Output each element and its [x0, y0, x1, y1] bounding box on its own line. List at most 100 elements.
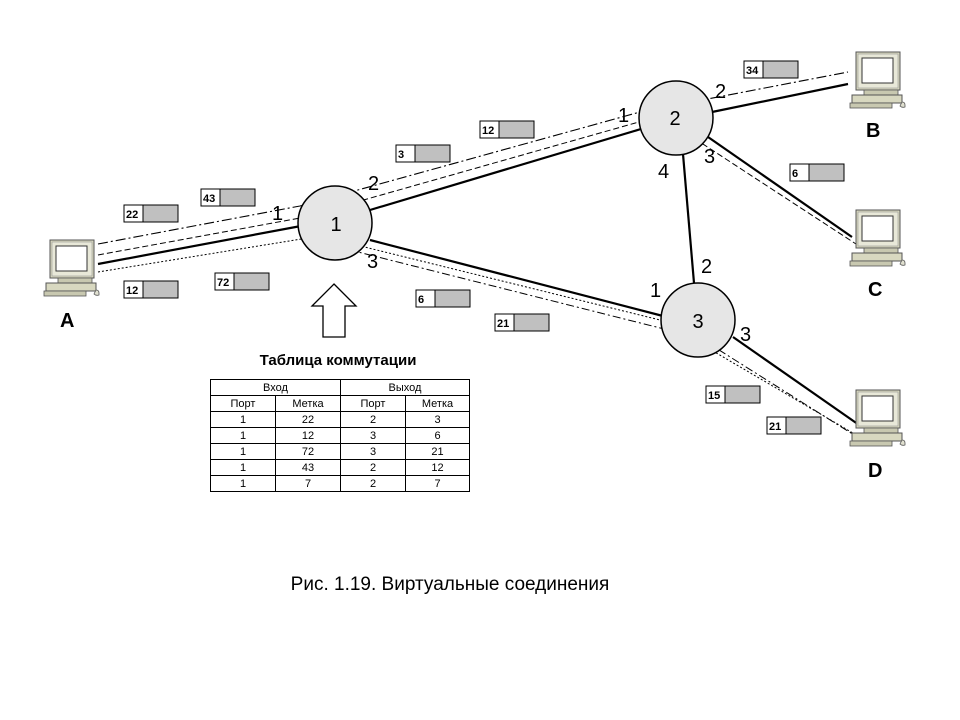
tag-22: 22: [123, 204, 179, 223]
table-cell: 21: [405, 443, 470, 460]
switch-3: 3: [660, 282, 736, 358]
tag-21-b: 21: [766, 416, 822, 435]
link-s2-c: [707, 136, 853, 238]
table-cell: 2: [340, 459, 406, 476]
col-out-label: Метка: [405, 395, 470, 412]
tag-3: 3: [395, 144, 451, 163]
host-d-label: D: [868, 460, 882, 482]
group-in-header: Вход: [210, 379, 341, 396]
tag-72: 72: [214, 272, 270, 291]
svg-text:21: 21: [497, 318, 509, 330]
table-cell: 3: [405, 411, 470, 428]
host-b-label: B: [866, 120, 880, 142]
tag-34: 34: [743, 60, 799, 79]
table-row: 1 22 2 3: [210, 411, 470, 428]
vc-a-b: [97, 71, 849, 245]
link-s2-s3: [681, 153, 696, 284]
link-s1-s3: [369, 238, 664, 318]
table-cell: 6: [405, 427, 470, 444]
tag-15: 15: [705, 385, 761, 404]
computer-icon: [849, 51, 906, 109]
link-a-s1: [97, 224, 302, 266]
host-a: A: [43, 239, 100, 332]
table-cell: 1: [210, 427, 276, 444]
link-s1-s2: [369, 127, 642, 212]
s3-port-1: 1: [650, 280, 661, 302]
s2-port-3: 3: [704, 146, 715, 168]
table-cell: 43: [275, 459, 341, 476]
host-a-label: A: [60, 310, 74, 332]
svg-text:34: 34: [746, 65, 759, 77]
tag-12-a: 12: [123, 280, 179, 299]
svg-text:22: 22: [126, 209, 138, 221]
table-cell: 2: [340, 475, 406, 492]
svg-text:6: 6: [792, 168, 798, 180]
s2-port-2: 2: [715, 81, 726, 103]
switch-1: 1: [297, 185, 373, 261]
col-out-port: Порт: [340, 395, 406, 412]
table-row: 1 72 3 21: [210, 443, 470, 460]
port-labels: 1 2 3 1 2 3 4 1 2 3: [272, 81, 751, 346]
tag-6-b: 6: [415, 289, 471, 308]
table-cell: 1: [210, 443, 276, 460]
group-out-header: Выход: [340, 379, 470, 396]
svg-text:6: 6: [418, 294, 424, 306]
svg-text:43: 43: [203, 193, 215, 205]
s1-port-3: 3: [367, 251, 378, 273]
switch-1-label: 1: [330, 214, 341, 236]
arrow-up-icon: [310, 283, 358, 338]
svg-text:21: 21: [769, 421, 781, 433]
s2-port-1: 1: [618, 105, 629, 127]
table-cell: 7: [275, 475, 341, 492]
link-s3-d: [732, 336, 863, 428]
figure-caption: Рис. 1.19. Виртуальные соединения: [291, 574, 610, 595]
physical-links: [97, 82, 863, 428]
switch-2-label: 2: [669, 108, 680, 130]
col-in-label: Метка: [275, 395, 341, 412]
table-cell: 1: [210, 411, 276, 428]
tag-6-a: 6: [789, 163, 845, 182]
computer-icon: [849, 209, 906, 267]
s1-port-2: 2: [368, 173, 379, 195]
svg-text:15: 15: [708, 390, 720, 402]
table-row: 1 12 3 6: [210, 427, 470, 444]
label-tags: 22 43 12 72 3 12 34 6 6 21 15 21: [123, 60, 845, 435]
computer-icon: [43, 239, 100, 297]
vc-a-c: [97, 115, 857, 256]
table-column-header: Порт Метка Порт Метка: [210, 395, 470, 412]
table-row: 1 7 2 7: [210, 475, 470, 492]
table-cell: 1: [210, 475, 276, 492]
table-row: 1 43 2 12: [210, 459, 470, 476]
tag-21-a: 21: [494, 313, 550, 332]
switch-2: 2: [638, 80, 714, 156]
table-cell: 7: [405, 475, 470, 492]
table-cell: 3: [340, 427, 406, 444]
host-c: C: [849, 209, 906, 301]
svg-text:72: 72: [217, 277, 229, 289]
switch-3-label: 3: [692, 311, 703, 333]
table-cell: 72: [275, 443, 341, 460]
table-cell: 12: [405, 459, 470, 476]
host-d: D: [849, 389, 906, 482]
s3-port-2: 2: [701, 256, 712, 278]
table-cell: 2: [340, 411, 406, 428]
s2-port-4: 4: [658, 161, 669, 183]
col-in-port: Порт: [210, 395, 276, 412]
table-cell: 3: [340, 443, 406, 460]
svg-text:3: 3: [398, 149, 404, 161]
table-cell: 12: [275, 427, 341, 444]
table-group-header: Вход Выход: [210, 379, 470, 396]
computer-icon: [849, 389, 906, 447]
link-s2-b: [711, 82, 849, 114]
host-b: B: [849, 51, 906, 142]
host-c-label: C: [868, 279, 882, 301]
table-cell: 1: [210, 459, 276, 476]
svg-text:12: 12: [126, 285, 138, 297]
table-title: Таблица коммутации: [260, 352, 417, 369]
switching-table: Вход Выход Порт Метка Порт Метка 1 22 2 …: [210, 379, 470, 492]
tag-43: 43: [200, 188, 256, 207]
s3-port-3: 3: [740, 324, 751, 346]
svg-text:12: 12: [482, 125, 494, 137]
s1-port-1: 1: [272, 203, 283, 225]
